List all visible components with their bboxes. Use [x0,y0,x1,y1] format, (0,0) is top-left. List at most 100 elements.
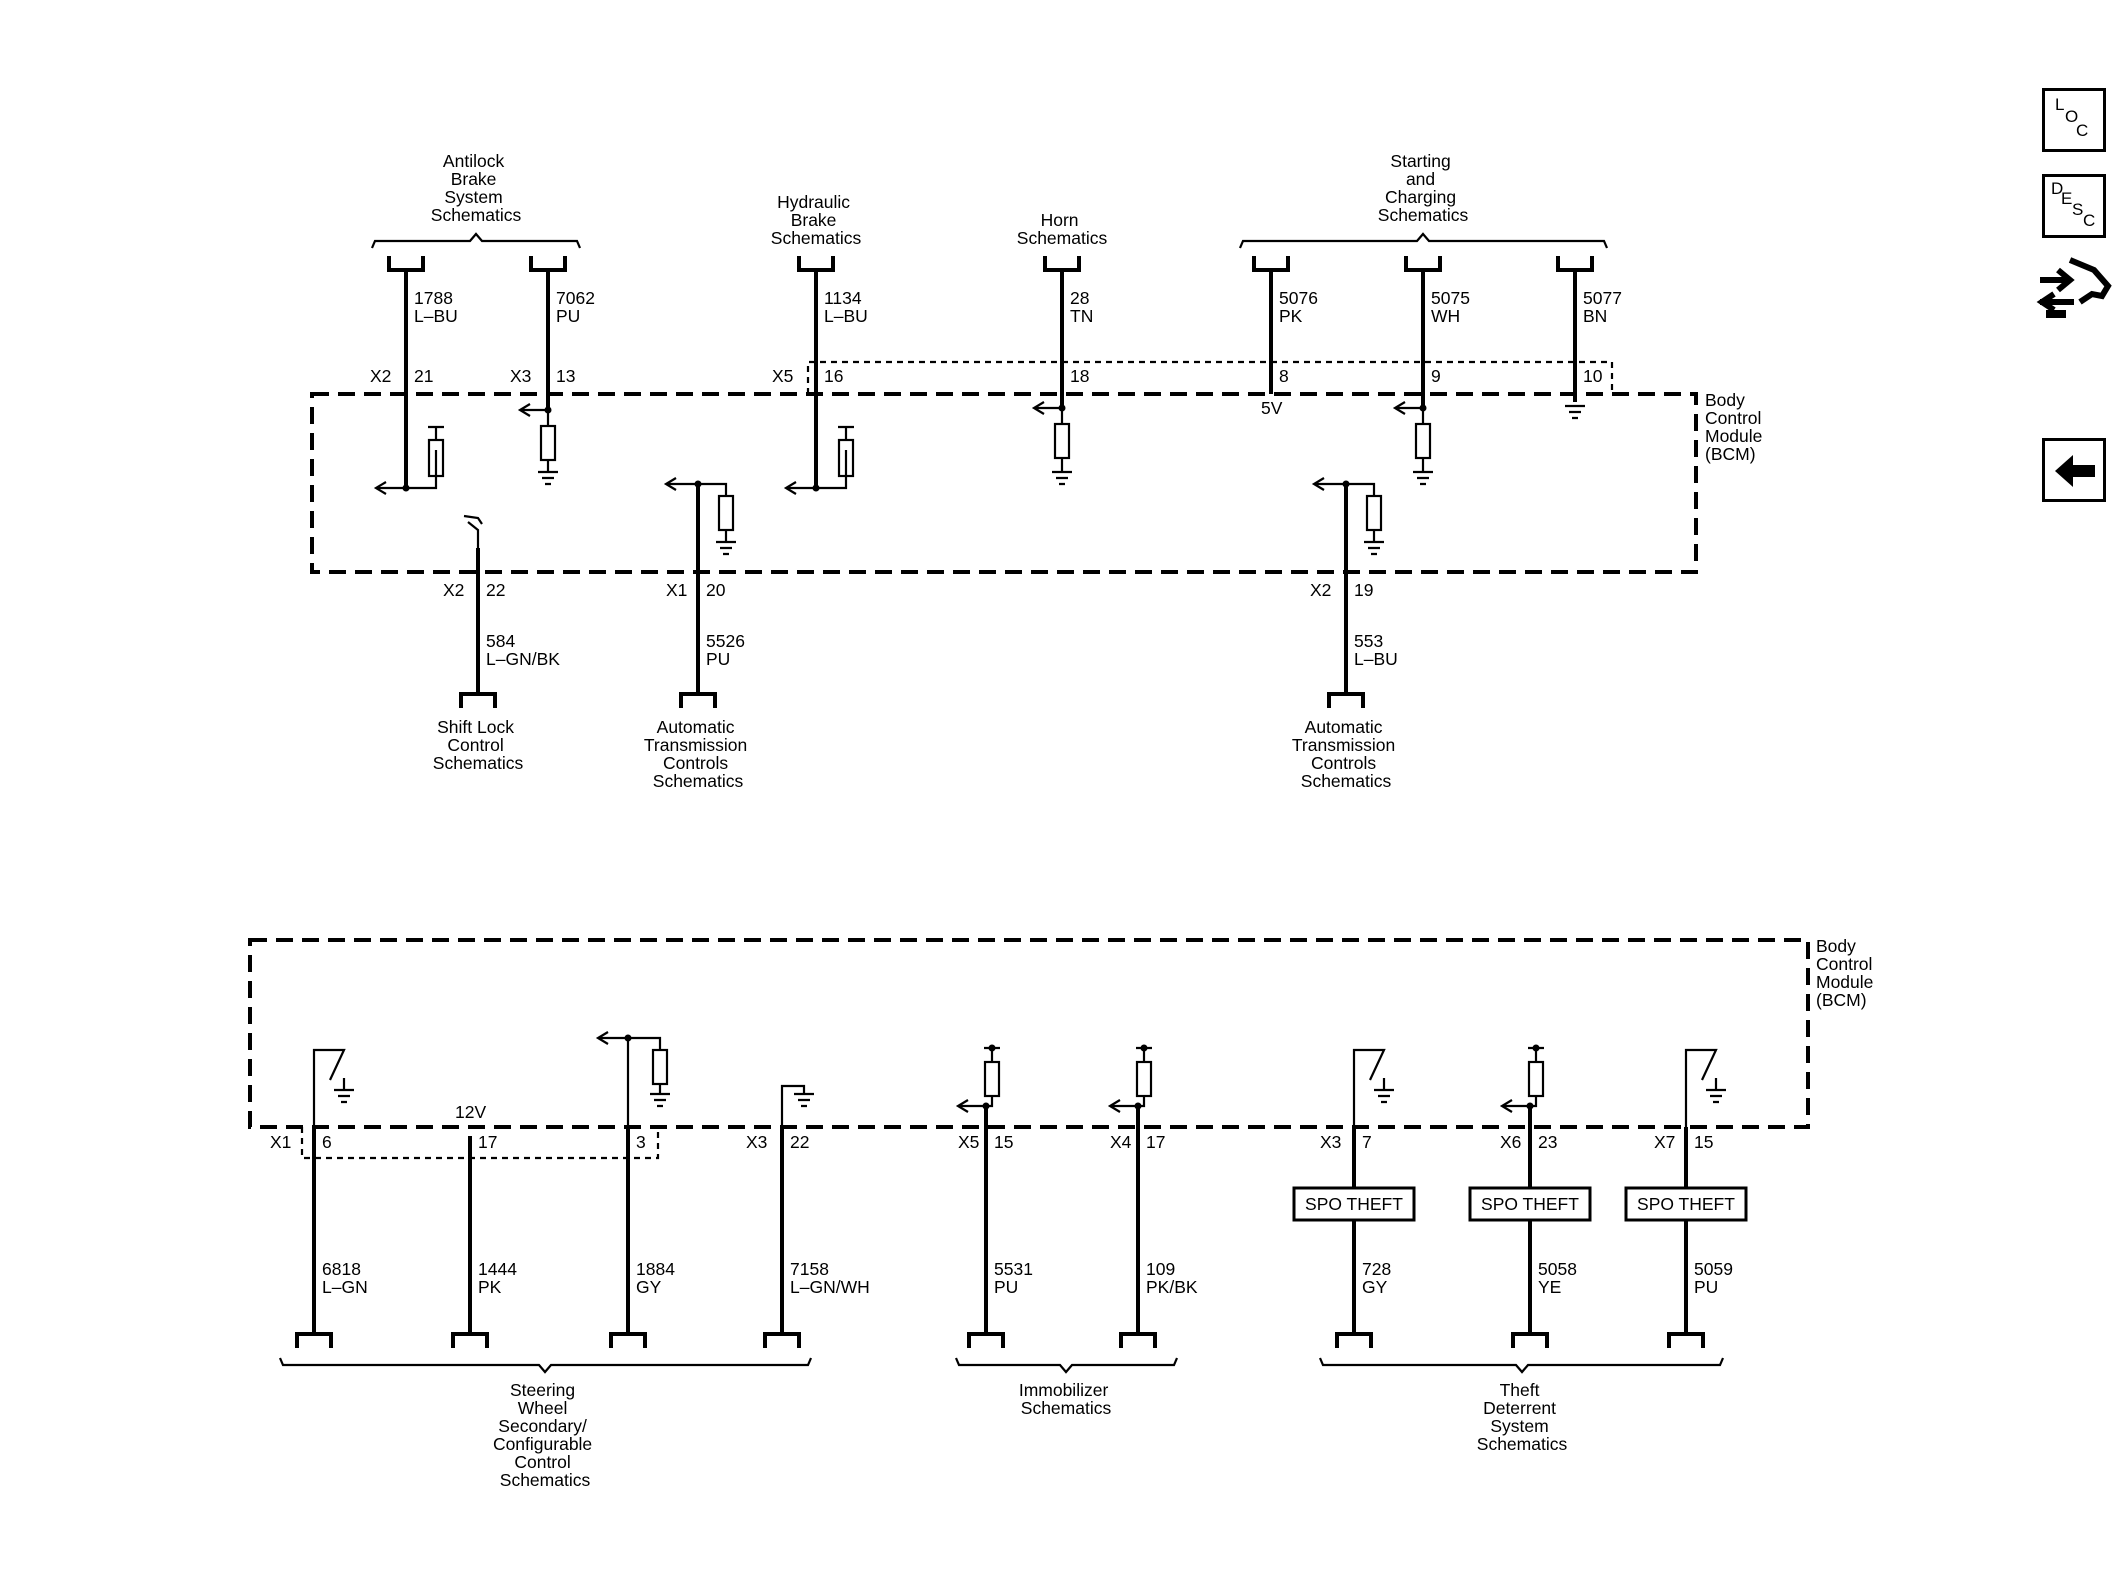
pin-label: 22 [790,1132,809,1152]
destination-label-immobilizer: Immobilizer Schematics [1019,1380,1113,1418]
pin-label: 15 [994,1132,1013,1152]
junction-dot [1532,1044,1540,1052]
connector-terminal [295,1332,333,1348]
brace-theft-deterrent [1318,1357,1725,1374]
bcm-label-line: Body [1705,390,1745,410]
connector-terminal [1556,256,1594,272]
resistor [539,424,557,462]
left-arrow-icon [2055,455,2095,487]
connector-label: X5 [958,1132,979,1152]
spo-theft-box: SPO THEFT [1624,1186,1748,1222]
x1-connector-boundary [300,1127,660,1160]
loc-button[interactable]: L O C [2042,88,2106,152]
junction-dot [694,480,702,488]
pin-label: 10 [1583,366,1603,386]
bcm-boundary-bottom [248,938,1810,1129]
pin-label: 15 [1694,1132,1713,1152]
resistor [1365,494,1383,532]
spo-theft-box: SPO THEFT [1292,1186,1416,1222]
bcm-label-bottom: Body Control Module (BCM) [1816,936,1878,1010]
brace-starting-charging [1238,232,1609,249]
desc-button[interactable]: D E S C [2042,174,2106,238]
junction-dot [812,484,820,492]
resistor [983,1060,1001,1098]
junction-dot [544,406,552,414]
bcm-label-line: Control [1816,954,1872,974]
pin-label: 8 [1279,366,1289,386]
desc-letter: E [2061,189,2073,208]
connector-terminal [451,1332,489,1348]
internal-circuit [595,1031,670,1127]
connector-terminal [1511,1332,1549,1348]
connector-tools-button[interactable] [2036,252,2114,332]
internal-circuit [1031,401,1072,486]
connector-terminal [967,1332,1005,1348]
spo-theft-label: SPO THEFT [1481,1194,1579,1214]
pin-label: 6 [322,1132,332,1152]
bcm-label-line: (BCM) [1705,444,1756,464]
internal-circuit [955,1046,1000,1113]
connector-label: X6 [1500,1132,1521,1152]
connector-terminal [459,692,497,708]
back-button[interactable] [2042,438,2106,502]
internal-circuit [1392,401,1433,486]
bottom-module-section: Body Control Module (BCM) [248,936,1878,1490]
destination-label-auto-trans-1: Automatic Transmission Controls Schemati… [644,717,752,791]
connector-terminal [1335,1332,1373,1348]
bcm-label-line: (BCM) [1816,990,1867,1010]
bcm-label-line: Control [1705,408,1761,428]
top-module-section: Body Control Module (BCM) Antilock Brake… [310,151,1767,791]
connector-terminal [679,692,717,708]
connector-terminal [797,256,835,272]
connector-terminal [529,256,567,272]
connector-label: X1 [666,580,687,600]
connector-terminal [387,256,425,272]
internal-circuit [783,425,854,495]
pin-label: 16 [824,366,843,386]
bcm-label-top: Body Control Module (BCM) [1705,390,1767,464]
internal-circuit [663,477,736,556]
voltage-label: 5V [1261,398,1283,418]
spo-theft-box: SPO THEFT [1468,1186,1592,1222]
destination-label-starting-charging: Starting and Charging Schematics [1378,151,1469,225]
desc-letter: D [2051,179,2064,198]
bcm-label-line: Module [1705,426,1762,446]
resistor [427,438,445,478]
internal-circuit [373,425,444,495]
bcm-label-line: Module [1816,972,1873,992]
connector-tools-icon [2036,257,2112,318]
desc-letter: S [2072,200,2084,219]
pin-label: 20 [706,580,726,600]
resistor [651,1048,669,1086]
connector-terminal [1252,256,1290,272]
loc-letter: C [2076,121,2089,140]
brace-abs [370,232,582,249]
junction-dot [624,1034,632,1042]
connector-terminal [1043,256,1081,272]
voltage-label: 12V [455,1102,486,1122]
pin-label: 17 [1146,1132,1165,1152]
connector-label: X2 [443,580,464,600]
junction-dot [988,1044,996,1052]
resistor [1053,422,1071,460]
brace-steering-wheel [278,1357,813,1374]
pin-label: 22 [486,580,505,600]
pin-label: 13 [556,366,575,386]
ground-symbol [1565,404,1585,420]
spo-theft-label: SPO THEFT [1637,1194,1735,1214]
